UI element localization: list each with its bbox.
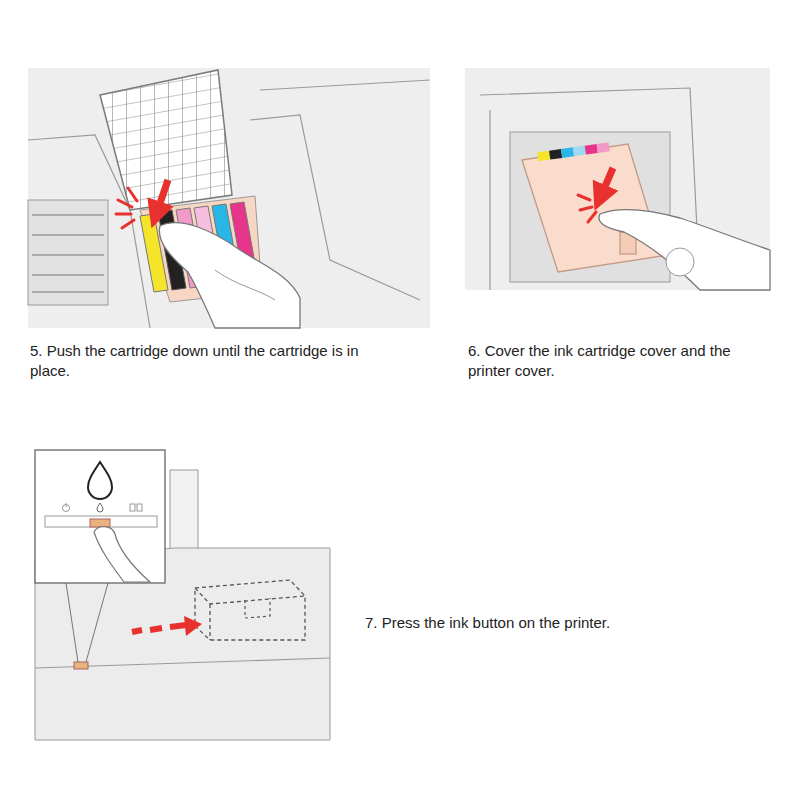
step5-illustration (28, 68, 430, 328)
step-caption-slot: 7. Press the ink button on the printer. (365, 613, 685, 633)
step6-illustration (465, 68, 770, 290)
step-caption: 7. Press the ink button on the printer. (365, 613, 685, 633)
step-caption: 6. Cover the ink cartridge cover and the… (468, 341, 758, 381)
step-caption-slot: 6. Cover the ink cartridge cover and the… (468, 341, 758, 381)
step-caption: 5. Push the cartridge down until the car… (30, 341, 390, 381)
step-caption-slot: 5. Push the cartridge down until the car… (30, 341, 390, 381)
step7-illustration (35, 450, 330, 740)
